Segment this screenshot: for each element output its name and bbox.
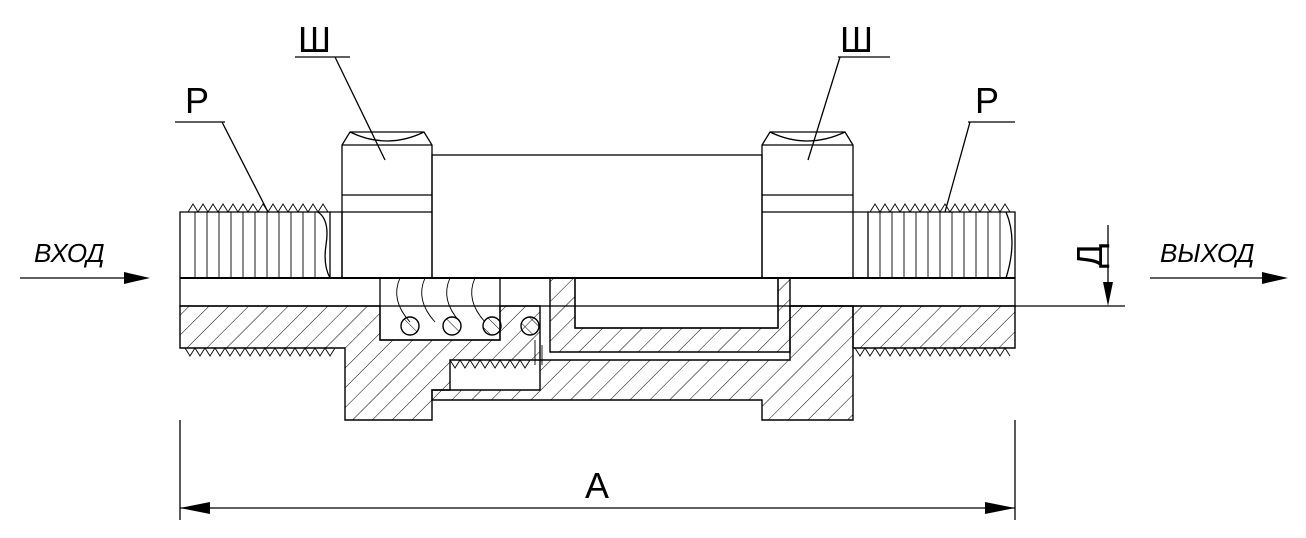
thread-label-left: Р: [185, 80, 209, 121]
wrench-size-label-left: Ш: [298, 19, 331, 60]
valve-cup: [549, 277, 791, 353]
middle-body: [431, 154, 763, 279]
diameter-label: Д: [1069, 244, 1110, 268]
length-label: А: [585, 465, 609, 506]
spring-coil: [482, 316, 502, 336]
annotations: [20, 56, 1288, 520]
section-view: [179, 277, 1016, 421]
spring-coil: [442, 316, 462, 336]
exterior-view: [179, 131, 1016, 279]
seal-ring: [520, 316, 540, 336]
thread-label-right: Р: [975, 80, 999, 121]
right-hex-nut: [761, 131, 854, 278]
outlet-label: ВЫХОД: [1160, 238, 1254, 268]
spring-coil: [400, 316, 420, 336]
left-hex-nut: [341, 131, 433, 278]
wrench-size-label-right: Ш: [840, 19, 873, 60]
inlet-label: ВХОД: [34, 238, 105, 268]
left-thread-teeth: [187, 203, 329, 213]
right-thread-teeth: [869, 203, 1011, 213]
spring-chamber: [379, 277, 501, 341]
